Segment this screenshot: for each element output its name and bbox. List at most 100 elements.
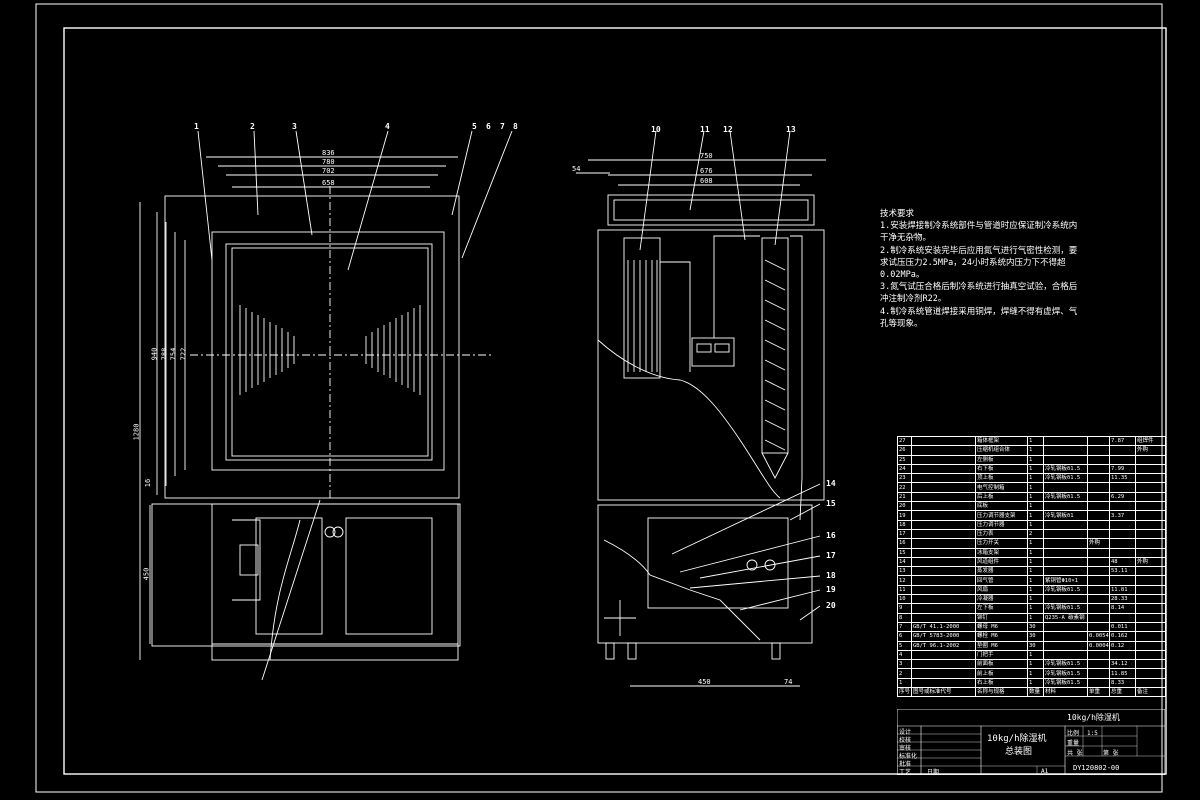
bom-cell: 冷轧钢板δ1.5 xyxy=(1043,677,1088,689)
front-inner-panel xyxy=(225,243,433,461)
bom-cell: 底板 xyxy=(975,501,1028,512)
bom-cell xyxy=(911,668,976,679)
callout-10: 10 xyxy=(651,125,661,134)
bom-cell: 4 xyxy=(897,649,912,661)
bom-cell: 箱体框架 xyxy=(975,435,1028,447)
leader-11 xyxy=(689,130,705,211)
bom-cell xyxy=(1109,445,1136,456)
compressor-box xyxy=(239,544,259,576)
condenser-coil xyxy=(623,237,661,379)
bom-cell: 53.11 xyxy=(1109,566,1136,577)
bom-cell xyxy=(911,528,976,540)
bom-cell xyxy=(1043,501,1088,512)
bom-cell: 0.0004 xyxy=(1087,640,1110,651)
bom-cell xyxy=(1087,435,1110,447)
bom-cell xyxy=(911,463,976,475)
bom-cell xyxy=(1135,621,1166,633)
bom-cell: 冷轧钢板δ1.5 xyxy=(1043,659,1088,670)
bom-cell: GB/T 41.1-2000 xyxy=(911,621,976,633)
bom-cell: 7.87 xyxy=(1109,435,1136,447)
bom-cell xyxy=(1043,631,1088,642)
bom-cell xyxy=(1087,584,1110,596)
condenser-fins xyxy=(627,260,658,372)
bom-cell: 电气控制箱 xyxy=(975,482,1028,493)
control-display-1 xyxy=(696,343,712,353)
bom-cell xyxy=(1135,454,1166,465)
dim-text-676: 676 xyxy=(700,167,713,175)
bom-cell xyxy=(1043,519,1088,530)
dim-text-450-side: 450 xyxy=(698,678,711,686)
grille-louvres-left xyxy=(239,305,295,395)
front-door-right xyxy=(345,517,433,635)
bom-cell: 风扇 xyxy=(975,584,1028,596)
leader-17 xyxy=(699,555,821,579)
dim-text-780: 780 xyxy=(322,158,335,166)
bom-cell xyxy=(911,677,976,689)
leader-2 xyxy=(253,130,259,216)
bom-cell: 1 xyxy=(1027,501,1044,512)
bom-cell xyxy=(1109,649,1136,661)
tb-label-review: 审核 xyxy=(899,745,912,752)
bom-cell: GB/T 96.1-2002 xyxy=(911,640,976,651)
bom-cell xyxy=(911,473,976,484)
callout-11: 11 xyxy=(700,125,710,134)
dim-text-722: 722 xyxy=(179,347,188,361)
bom-cell xyxy=(911,659,976,670)
bom-cell xyxy=(1087,519,1110,530)
sheet-border xyxy=(35,3,1163,793)
tb-label-approve: 批准 xyxy=(899,761,912,768)
bom-cell xyxy=(911,649,976,661)
side-lower-cabinet xyxy=(597,504,813,644)
bom-cell: 30 xyxy=(1027,640,1044,651)
bom-cell xyxy=(1087,528,1110,540)
callout-15: 15 xyxy=(826,499,836,508)
bom-cell: 螺母 M6 xyxy=(975,621,1028,633)
bom-cell: 1 xyxy=(897,677,912,689)
callout-8: 8 xyxy=(513,122,518,131)
dim-text-54: 54 xyxy=(572,165,581,173)
bom-cell: 右上板 xyxy=(975,677,1028,689)
tech-req-line: 冲注制冷剂R22。 xyxy=(880,294,947,305)
bom-cell xyxy=(1135,519,1166,530)
door-handle-left xyxy=(324,526,336,538)
callout-3: 3 xyxy=(292,122,297,131)
bom-cell: 7.99 xyxy=(1109,463,1136,475)
bom-cell xyxy=(911,510,976,521)
callout-7: 7 xyxy=(500,122,505,131)
bom-cell xyxy=(911,584,976,596)
bom-cell: 13 xyxy=(897,566,912,577)
bom-cell: 冷轧钢板δ1.5 xyxy=(1043,603,1088,614)
bom-cell: 冷凝器 xyxy=(975,594,1028,605)
leader-18 xyxy=(689,575,821,589)
bom-cell: 外购 xyxy=(1135,556,1166,568)
bom-cell: 1 xyxy=(1027,668,1044,679)
bom-cell xyxy=(911,612,976,623)
bom-cell: 11 xyxy=(897,584,912,596)
foot-right xyxy=(771,642,781,660)
bom-cell xyxy=(911,538,976,549)
bom-cell: 26 xyxy=(897,445,912,456)
bom-cell xyxy=(1043,538,1088,549)
leader-10 xyxy=(639,130,657,251)
bom-cell xyxy=(1043,445,1088,456)
bom-cell: 28.33 xyxy=(1109,594,1136,605)
dim-text-836: 836 xyxy=(322,149,335,157)
leader-8 xyxy=(461,130,513,259)
bom-cell xyxy=(1043,649,1088,661)
bom-cell xyxy=(1087,575,1110,586)
bom-cell xyxy=(1109,528,1136,540)
bom-cell: 11.81 xyxy=(1109,584,1136,596)
leader-20 xyxy=(799,605,821,621)
tb-sheet-count: 共 张 xyxy=(1067,750,1083,757)
bom-cell: GB/T 5783-2000 xyxy=(911,631,976,642)
